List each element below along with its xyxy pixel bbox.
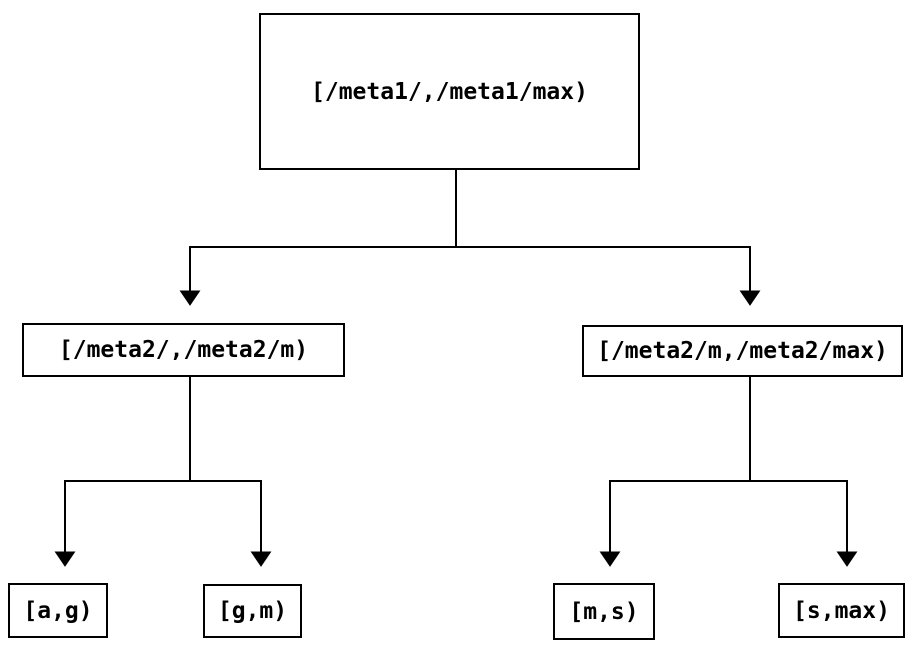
arrow-down-icon	[54, 551, 76, 567]
tree-node-right-left: [m,s)	[553, 583, 655, 640]
node-label: [/meta2/,/meta2/m)	[58, 337, 309, 363]
arrow-down-icon	[599, 551, 621, 567]
arrow-down-icon	[836, 551, 858, 567]
tree-node-left-left: [a,g)	[8, 583, 108, 638]
node-label: [a,g)	[23, 597, 93, 624]
tree-node-left-right: [g,m)	[203, 584, 302, 638]
tree-node-left: [/meta2/,/meta2/m)	[22, 323, 345, 377]
arrow-down-icon	[739, 290, 761, 306]
node-label: [g,m)	[217, 598, 288, 624]
tree-node-root: [/meta1/,/meta1/max)	[259, 13, 640, 170]
node-label: [/meta1/,/meta1/max)	[311, 78, 588, 105]
node-label: [s,max)	[793, 597, 890, 624]
tree-node-right-right: [s,max)	[778, 583, 905, 638]
arrow-down-icon	[179, 290, 201, 306]
node-label: [m,s)	[569, 598, 639, 625]
arrow-down-icon	[250, 551, 272, 567]
node-label: [/meta2/m,/meta2/max)	[597, 338, 888, 364]
tree-node-right: [/meta2/m,/meta2/max)	[582, 325, 903, 377]
